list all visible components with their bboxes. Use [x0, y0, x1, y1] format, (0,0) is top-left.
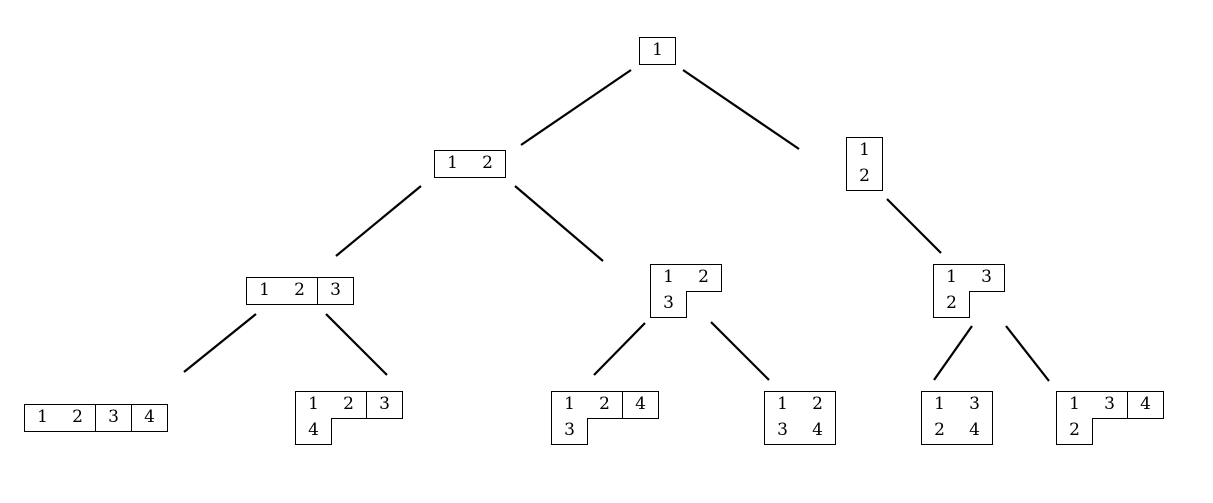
tableau-cell: 1	[434, 150, 471, 178]
edge-root-to-n1_2	[682, 69, 800, 150]
tableau-cell: 4	[132, 404, 168, 432]
tableau-cell: 2	[60, 404, 96, 432]
tableau-cell: 1	[24, 404, 61, 432]
tableau-cell: 2	[921, 418, 958, 445]
tableau-cell: 2	[686, 264, 722, 292]
tableau-cell: 2	[933, 291, 970, 318]
edge-n12-to-n123	[335, 185, 422, 257]
edge-n13_2-to-n134_2	[1005, 325, 1050, 382]
tableau-cell: 3	[764, 418, 801, 445]
edge-n123-to-n1234	[183, 313, 257, 373]
tableau-cell: 1	[246, 277, 283, 305]
tableau-cell: 4	[800, 418, 836, 445]
edge-n12_3-to-n124_3	[593, 322, 646, 376]
tableau-cell: 3	[96, 404, 132, 432]
tableau-cell: 2	[1056, 418, 1093, 445]
tableau-cell: 1	[933, 264, 970, 292]
tableau-cell: 2	[470, 150, 506, 178]
tableau-cell: 2	[282, 277, 318, 305]
tableau-cell: 3	[367, 391, 403, 419]
tableau-cell: 1	[764, 391, 801, 419]
tableau-cell: 2	[331, 391, 367, 419]
tableau-cell: 2	[587, 391, 623, 419]
tableau-cell: 3	[650, 291, 687, 318]
edge-n12_3-to-n12_34	[710, 321, 770, 381]
tableau-cell: 3	[1092, 391, 1128, 419]
tableau-cell: 2	[846, 164, 883, 191]
tableau-cell: 2	[800, 391, 836, 419]
tableau-cell: 1	[295, 391, 332, 419]
edge-n13_2-to-n13_24	[933, 325, 973, 381]
edge-n123-to-n123_4	[325, 313, 388, 376]
tableau-cell: 1	[921, 391, 958, 419]
tableau-cell: 1	[1056, 391, 1093, 419]
edge-n12-to-n12_3	[514, 185, 604, 262]
edge-n1_2-to-n13_2	[886, 198, 942, 254]
tableau-cell: 3	[969, 264, 1005, 292]
tableau-cell: 3	[957, 391, 993, 419]
tableau-cell: 4	[957, 418, 993, 445]
tableau-cell: 1	[846, 137, 883, 165]
tableau-cell: 1	[551, 391, 588, 419]
tableau-cell: 1	[639, 37, 676, 65]
tableau-cell: 4	[1128, 391, 1164, 419]
tableau-cell: 3	[318, 277, 354, 305]
tableau-cell: 4	[295, 418, 332, 445]
tableau-cell: 4	[623, 391, 659, 419]
edge-root-to-n12	[520, 69, 632, 146]
tableau-cell: 1	[650, 264, 687, 292]
tableau-cell: 3	[551, 418, 588, 445]
